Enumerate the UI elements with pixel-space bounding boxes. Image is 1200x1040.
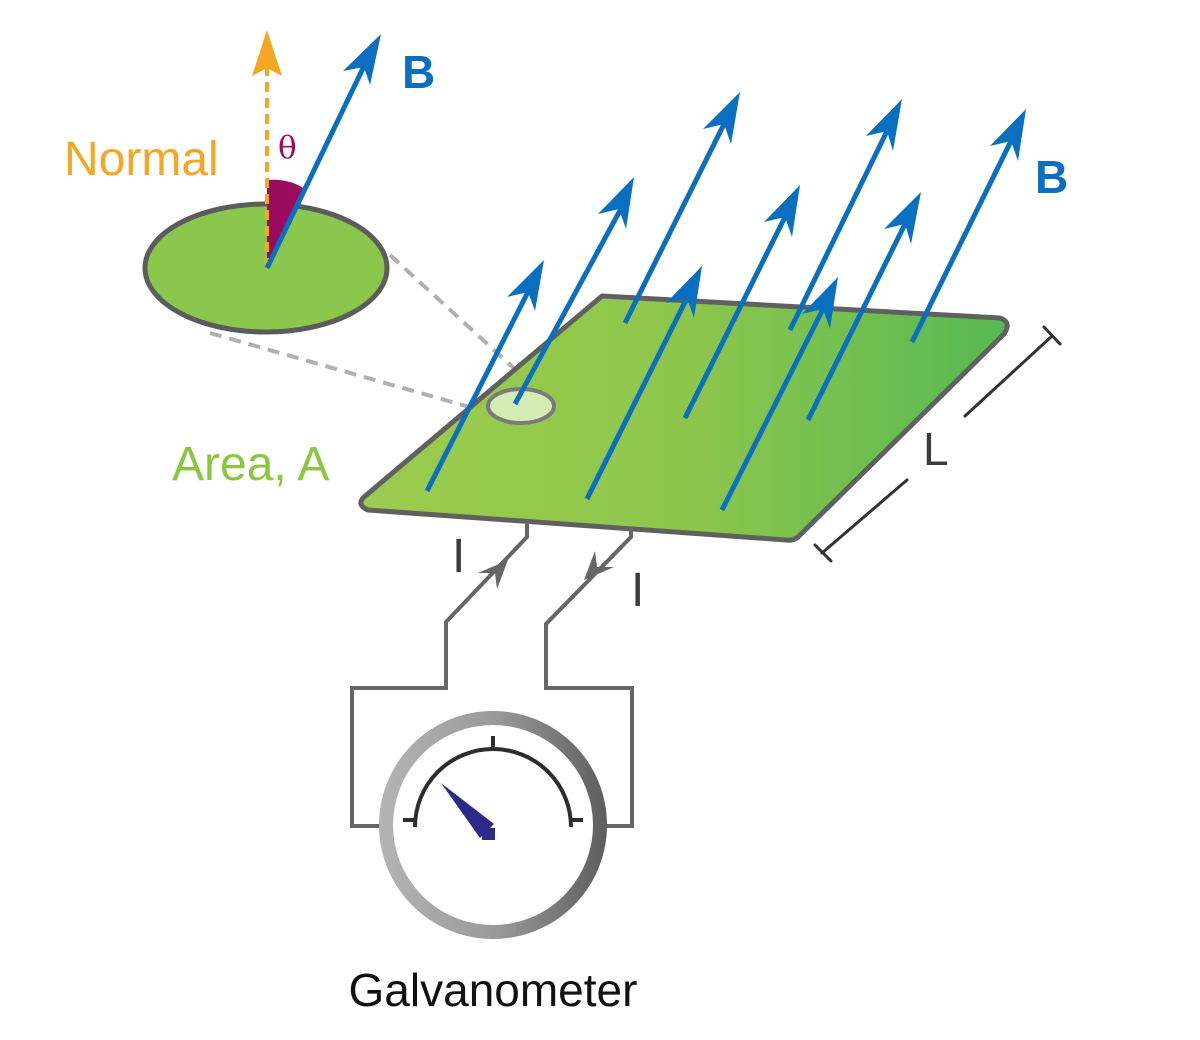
length-label: L (923, 423, 949, 475)
galvanometer-label: Galvanometer (349, 964, 638, 1016)
field-arrow-icon (682, 185, 800, 420)
current-label-right: I (631, 564, 644, 617)
inset-field-arrow-icon (264, 34, 381, 270)
field-label-top: B (402, 46, 435, 98)
area-plate (358, 293, 1010, 543)
galvanometer-needle (441, 783, 494, 838)
normal-arrow-icon (252, 30, 282, 268)
length-dimension (813, 325, 1062, 563)
field-label-right: B (1035, 151, 1068, 203)
field-arrow-icon (909, 109, 1026, 344)
field-arrow-icon (805, 192, 921, 422)
field-arrow-icon (719, 277, 838, 512)
normal-label: Normal (64, 133, 219, 186)
field-arrow-icon (622, 92, 740, 325)
circuit-wires (350, 520, 634, 828)
field-arrow-icon (512, 177, 634, 406)
current-arrow-left-icon (478, 560, 508, 589)
current-arrow-right-icon (584, 551, 614, 580)
current-label-left: I (452, 530, 465, 583)
area-label: Area, A (172, 438, 329, 491)
field-arrow-icon (424, 260, 544, 493)
field-arrow-icon (584, 266, 702, 501)
theta-label: θ (278, 130, 297, 166)
field-arrow-icon (787, 99, 902, 332)
galvanometer-dial-icon (379, 711, 607, 939)
field-arrows (424, 92, 1026, 512)
